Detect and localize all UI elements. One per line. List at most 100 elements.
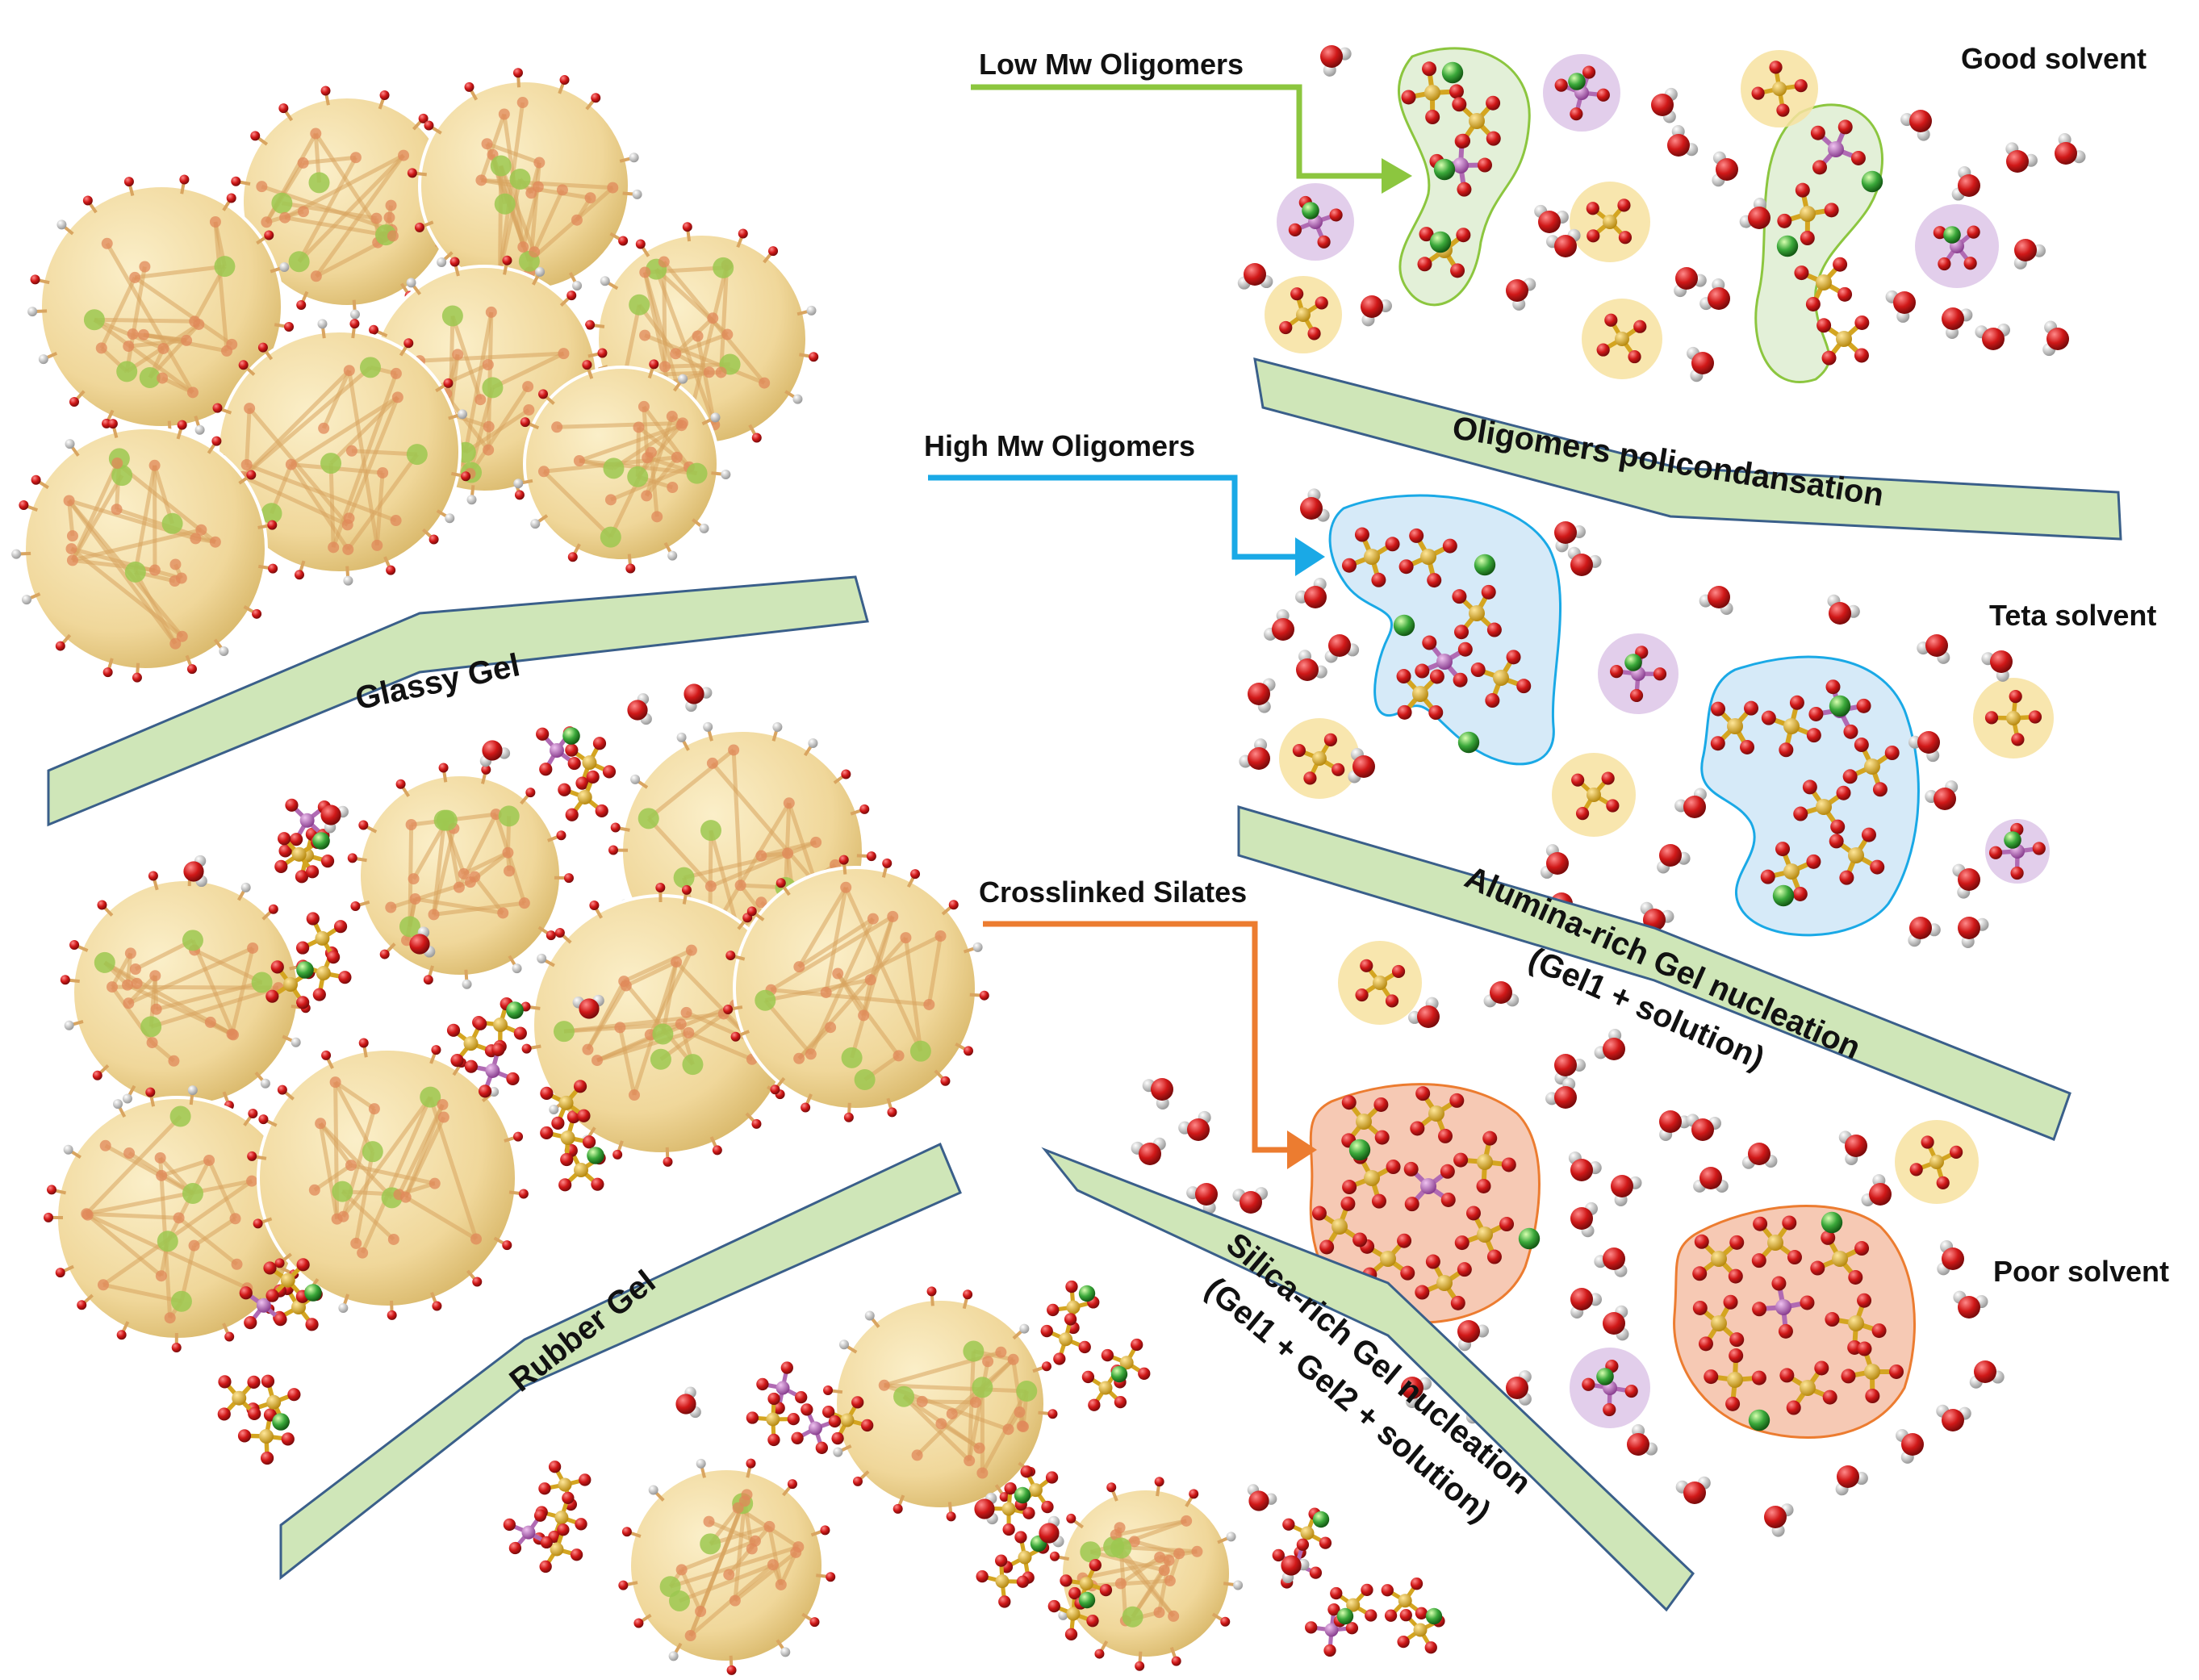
- silicate-monomer: [1265, 276, 1342, 353]
- sodium-ion: [1474, 554, 1496, 576]
- sodium-ion: [1568, 73, 1586, 90]
- water-molecule: [1712, 151, 1738, 187]
- silicate-chain: [239, 1258, 323, 1331]
- water-molecule: [1178, 1110, 1211, 1141]
- water-molecule: [1951, 165, 1980, 201]
- water-molecule: [1885, 290, 1916, 323]
- silicate-tetrahedron: [981, 1481, 1035, 1536]
- silicate-tetrahedron: [1292, 733, 1345, 785]
- water-molecule: [1545, 1077, 1577, 1109]
- silicate-chain: [274, 798, 335, 884]
- sodium-ion: [1078, 1591, 1096, 1609]
- water-molecule: [1699, 586, 1733, 616]
- aluminate-tetrahedron: [503, 1509, 553, 1555]
- water-molecule: [1506, 1370, 1532, 1406]
- silicate-tetrahedron: [1470, 650, 1532, 708]
- water-molecule: [1675, 1476, 1711, 1504]
- sodium-ion: [1518, 1227, 1541, 1250]
- water-molecule: [1764, 1503, 1794, 1537]
- gel-particle: [513, 359, 731, 574]
- gel-particle: [520, 883, 804, 1167]
- sodium-ion: [1348, 1139, 1371, 1161]
- silicate-tetrahedron: [1355, 959, 1406, 1008]
- silicate-tetrahedron: [1760, 842, 1821, 901]
- water-molecule: [1969, 1360, 2005, 1389]
- crosslinked-silicate-cluster: [1673, 1205, 1916, 1439]
- water-molecule: [1237, 263, 1273, 290]
- silicate-tetrahedron: [1398, 528, 1457, 588]
- water-molecule: [1506, 278, 1536, 311]
- crosslinked-silicate-cluster: [1309, 1083, 1541, 1324]
- sodium-ion: [1861, 170, 1883, 193]
- aluminate-tetrahedron: [1554, 65, 1610, 121]
- water-molecule: [1937, 1239, 1964, 1276]
- gel-particle: [823, 1286, 1058, 1522]
- silicate-tetrahedron: [1751, 61, 1808, 117]
- sodium-ion: [1772, 884, 1795, 907]
- water-molecule: [1838, 1130, 1867, 1165]
- gel-particle: [44, 1085, 311, 1352]
- water-molecule: [1699, 278, 1730, 311]
- sodium-ion: [312, 832, 330, 850]
- silicate-tetrahedron: [1816, 315, 1870, 366]
- silicate-monomer: [1279, 718, 1360, 799]
- gel-particle: [347, 763, 574, 989]
- silicate-chain: [976, 1531, 1050, 1608]
- silicate-tetrahedron: [1793, 779, 1851, 834]
- water-molecule: [1594, 1247, 1628, 1277]
- water-molecule: [1296, 650, 1327, 681]
- water-molecule: [1827, 594, 1860, 625]
- low-mw-oligomers-label: Low Mw Oligomers: [979, 48, 1244, 81]
- silicate-tetrahedron: [1415, 1254, 1472, 1310]
- silicate-tetrahedron: [1360, 1233, 1415, 1282]
- water-molecule: [1953, 1290, 1988, 1319]
- sodium-ion: [1624, 654, 1642, 671]
- aluminate-monomer: [1543, 54, 1620, 132]
- high-mw-oligomer-cluster: [1700, 655, 1920, 937]
- water-molecule: [1651, 87, 1678, 123]
- silicate-tetrahedron: [1829, 827, 1885, 885]
- sodium-ion: [1457, 731, 1480, 754]
- sodium-ion: [587, 1147, 604, 1164]
- sodium-ion: [1821, 1211, 1843, 1234]
- sodium-ion: [1336, 1607, 1354, 1625]
- high-mw-oligomer-cluster: [1328, 494, 1561, 766]
- sodium-ion: [506, 1001, 524, 1019]
- water-molecule: [1925, 780, 1959, 810]
- water-molecules: [183, 45, 2086, 1583]
- silicate-tetrahedron: [1452, 584, 1502, 640]
- silicate-tetrahedron: [1841, 1341, 1904, 1403]
- gel-particle: [11, 419, 278, 683]
- silicate-tetrahedron: [1842, 738, 1900, 797]
- sodium-ion: [1302, 202, 1319, 219]
- water-molecule: [1401, 1377, 1432, 1408]
- silicate-tetrahedron: [1571, 771, 1620, 821]
- gel-particle: [205, 319, 471, 586]
- crosslinked-arrow: [983, 921, 1317, 1169]
- silicate-tetrahedron: [1984, 690, 2042, 746]
- water-molecule: [479, 740, 511, 767]
- silicate-tetrahedron: [558, 770, 608, 821]
- water-molecule: [2005, 142, 2038, 173]
- silicate-tetrahedron: [1396, 669, 1444, 720]
- silicate-monomer: [1570, 182, 1650, 262]
- silicate-chain: [540, 1080, 606, 1192]
- water-molecule: [1657, 844, 1691, 874]
- silicate-chain: [1272, 1507, 1332, 1589]
- water-molecule: [1739, 198, 1770, 229]
- gel-particle: [27, 174, 295, 441]
- silicate-tetrahedron: [237, 1408, 295, 1465]
- sodium-ion: [1829, 695, 1851, 717]
- water-molecule: [1295, 577, 1327, 608]
- good-solvent-label: Good solvent: [1961, 42, 2147, 75]
- silicate-tetrahedron: [1692, 1234, 1745, 1284]
- silicate-tetrahedron: [1341, 527, 1400, 587]
- water-molecule: [1361, 295, 1392, 327]
- water-molecule: [684, 683, 713, 713]
- silicate-tetrahedron: [1311, 1196, 1368, 1255]
- water-molecule: [572, 994, 604, 1019]
- sodium-ion: [1110, 1365, 1128, 1383]
- water-molecule: [1039, 1515, 1064, 1548]
- water-molecule: [1457, 1320, 1489, 1352]
- silicate-chain: [503, 1509, 583, 1573]
